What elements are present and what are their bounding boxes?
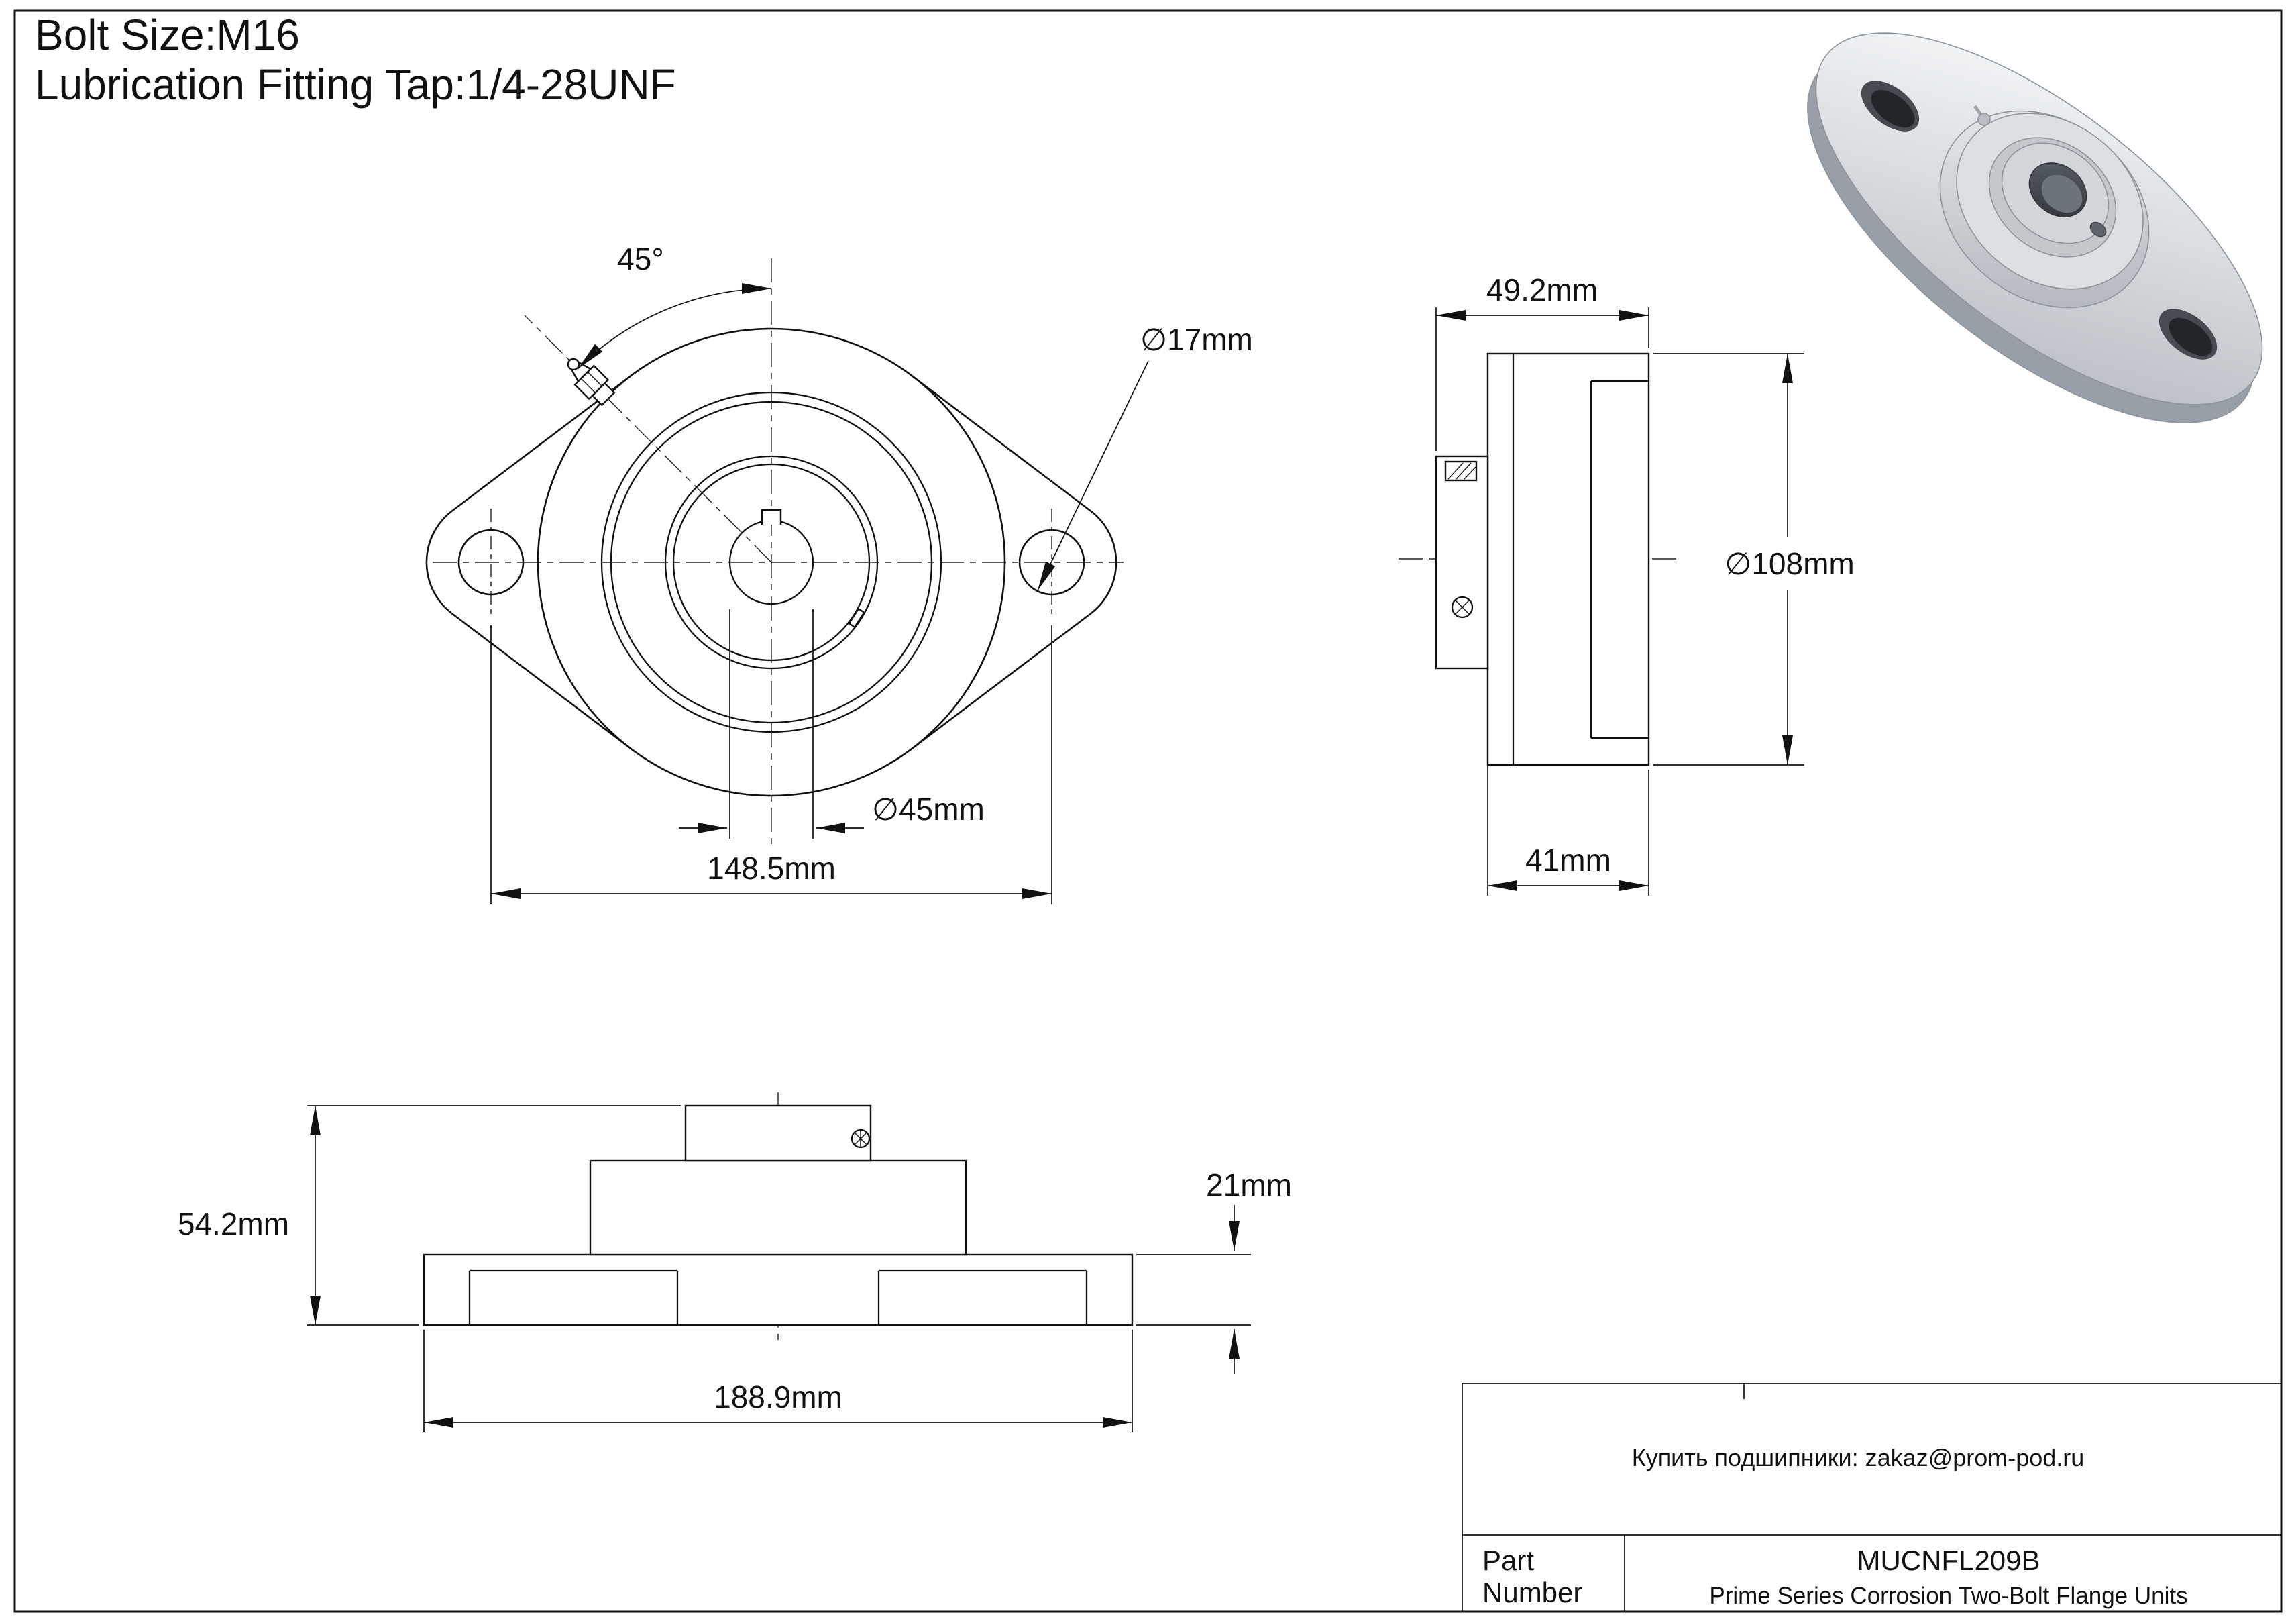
set-screw-head (1451, 596, 1474, 619)
bolt-hole-3d-left-inner (1871, 89, 1915, 128)
right-bolt-hole (1018, 529, 1085, 596)
height-extension-lines (307, 1105, 681, 1326)
bore-3d-inner (2041, 174, 2083, 213)
housing-spigot-circle-outer (600, 391, 942, 733)
flange-base-profile (423, 1253, 1134, 1326)
part-label-line2: Number (1482, 1577, 1582, 1608)
insert-collar-top-profile (684, 1104, 872, 1162)
angle-dimension-arc (577, 283, 772, 370)
dim-base-thickness: 21mm (1206, 1167, 1292, 1202)
dim-bolt-hole-diameter: ∅17mm (1140, 322, 1253, 357)
top-set-screw (851, 1129, 871, 1149)
flange-boss-circle (537, 327, 1006, 797)
bottom-view: 54.2mm 21mm 188.9mm (178, 1092, 1292, 1432)
title-block-lines (1462, 1383, 2281, 1612)
right-lobe-arc (1090, 510, 1117, 615)
housing-body-profile (1486, 352, 1650, 766)
dim-bolt-spacing: 148.5mm (707, 851, 836, 886)
insert-profile-lines (1590, 380, 1649, 739)
contact-text: Купить подшипники: zakaz@prom-pod.ru (1632, 1444, 2085, 1471)
tangent-edge-top-right (912, 375, 1091, 512)
width-extension-lines (1435, 307, 1649, 451)
grease-fitting-3d (1977, 113, 1991, 126)
bolt-size-note: Bolt Size:M16 (35, 11, 300, 59)
dim-bore-diameter: ∅45mm (872, 792, 985, 827)
front-view: 45° ∅17mm ∅45mm 148.5mm (425, 242, 1253, 904)
housing-spigot-circle-inner (610, 401, 933, 724)
dim-housing-width: 41mm (1525, 843, 1611, 878)
bolt-spacing-extension-lines (490, 625, 1052, 904)
dim-overall-length: 188.9mm (714, 1379, 842, 1414)
left-bolt-hole (457, 529, 525, 596)
tangent-edge-bottom-left (451, 613, 631, 749)
series-description: Prime Series Corrosion Two-Bolt Flange U… (1709, 1583, 2187, 1609)
housing-width-extension-lines (1487, 672, 1649, 896)
snap-ring-notch (848, 607, 865, 629)
insert-collar-profile (1435, 455, 1489, 670)
render-3d (1807, 32, 2263, 423)
grease-fitting-centerline-45deg (524, 315, 772, 563)
title-block: Купить подшипники: zakaz@prom-pod.ru Par… (1462, 1383, 2281, 1612)
insert-ring-circle-outer (664, 455, 879, 670)
drawing-border (13, 9, 2283, 1613)
lubrication-tap-note: Lubrication Fitting Tap:1/4-28UNF (35, 60, 676, 109)
right-bolt-pad-lines (877, 1269, 1088, 1325)
set-screw-section (1444, 460, 1478, 482)
side-view: 49.2mm ∅108mm 41mm (1399, 272, 1855, 896)
part-number: MUCNFL209B (1857, 1545, 2040, 1576)
left-bolt-pad-lines (468, 1269, 679, 1325)
dim-height: 54.2mm (178, 1206, 289, 1241)
housing-profile (589, 1159, 967, 1256)
header-notes: Bolt Size:M16 Lubrication Fitting Tap:1/… (35, 11, 676, 109)
left-lobe-arc (425, 510, 453, 615)
tangent-edge-bottom-right (912, 613, 1091, 749)
set-screw-3d (2089, 221, 2107, 238)
bolt-hole-dia-leader (1037, 360, 1149, 591)
bore-extension-lines (729, 609, 814, 839)
insert-ring-circle-inner (672, 463, 871, 662)
length-extension-lines (423, 1330, 1133, 1432)
dim-angle-label: 45° (617, 242, 664, 276)
part-label-line1: Part (1482, 1545, 1534, 1576)
keyway-notch (761, 509, 782, 525)
flange-dia-extension-lines (1653, 353, 1804, 766)
base-thickness-extension-lines (1136, 1254, 1251, 1326)
bolt-hole-3d-right-inner (2169, 317, 2213, 356)
dim-total-width: 49.2mm (1486, 272, 1598, 307)
dim-flange-diameter: ∅108mm (1725, 546, 1854, 581)
